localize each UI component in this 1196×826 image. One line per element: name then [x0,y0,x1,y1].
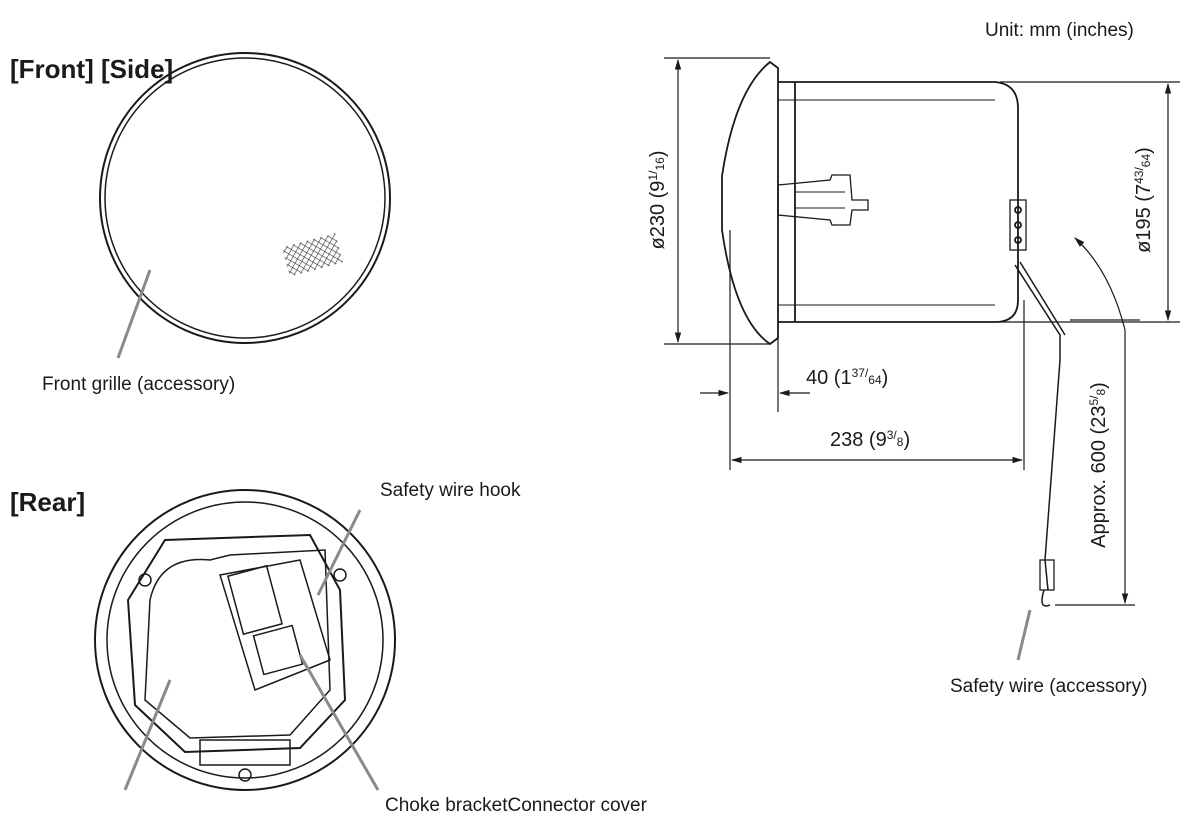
safety-wire-hook-leader [316,509,362,596]
dimension-195-label: ø195 (743/64) [1132,147,1155,253]
dimension-230-label: ø230 (91/16) [646,151,669,250]
side-view-drawing [721,60,1066,661]
safety-wire-label: Safety wire (accessory) [950,676,1148,697]
connector-cover-leader [298,654,380,791]
dimension-40-label: 40 (137/64) [806,366,888,389]
choke-bracket-leader [123,679,172,791]
dimension-600-label: Approx. 600 (235/8) [1087,382,1110,548]
rear-view-title: [Rear] [10,487,86,517]
front-grille-label: Front grille (accessory) [42,374,236,395]
dimension-lines [664,57,1180,606]
unit-note: Unit: mm (inches) [985,20,1134,41]
front-side-view-title: [Front] [Side] [10,54,174,84]
safety-wire-hook-label: Safety wire hook [380,480,521,501]
safety-wire-leader [1016,609,1032,661]
dimension-238-label: 238 (93/8) [830,428,910,451]
choke-bracket-connector-cover-label: Choke bracketConnector cover [385,795,647,816]
front-grille-drawing [99,52,391,359]
rear-view-drawing [94,489,396,791]
front-grille-leader [116,269,152,359]
